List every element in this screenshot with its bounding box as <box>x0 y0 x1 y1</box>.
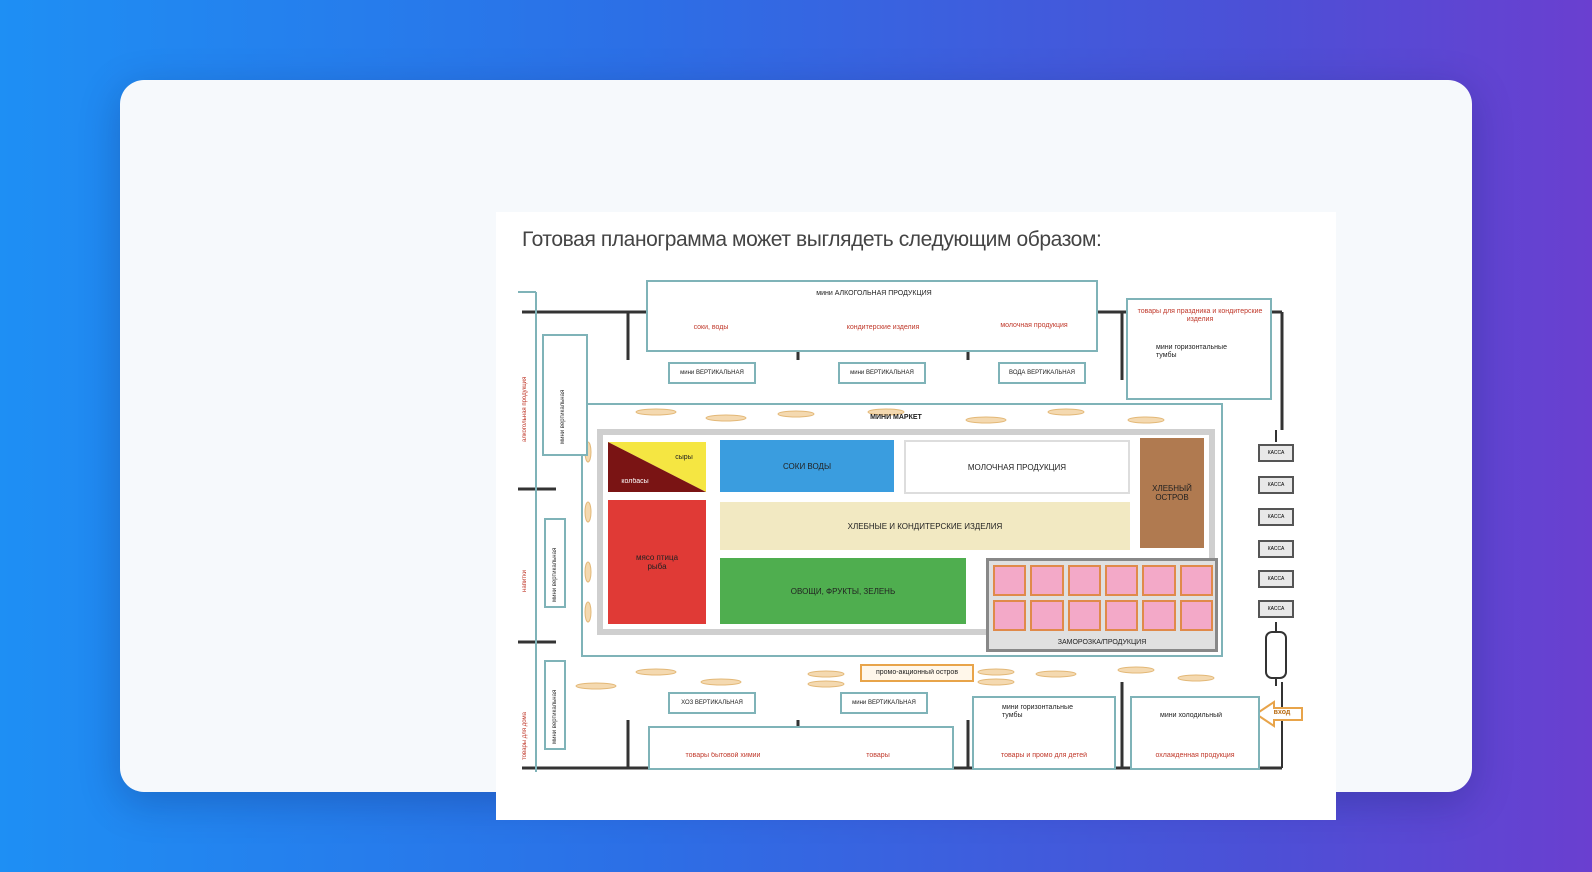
bottom-section-1: товары бытовой химии <box>685 752 761 759</box>
zone-bread-island: ХЛЕБНЫЙ ОСТРОВ <box>1140 438 1204 548</box>
zone-vegetables: ОВОЩИ, ФРУКТЫ, ЗЕЛЕНЬ <box>720 558 966 624</box>
freezer-cell <box>1030 565 1064 596</box>
bottom-section-2: товары <box>866 752 890 759</box>
left-mid-tag-label: мини вертикальная <box>552 547 558 602</box>
freezer-cell <box>1142 565 1176 596</box>
zone-frozen: ЗАМОРОЗКА/ПРОДУКЦИЯ <box>986 558 1218 652</box>
promo-island-label: промо-акционный остров <box>875 669 959 676</box>
freezer-cell <box>1104 600 1139 631</box>
zone-frozen-label: ЗАМОРОЗКА/ПРОДУКЦИЯ <box>1057 639 1147 646</box>
zone-bakery: ХЛЕБНЫЕ И КОНДИТЕРСКИЕ ИЗДЕЛИЯ <box>720 502 1130 550</box>
bottom-right-shelf-1: мини горизонтальные тумбы товары и промо… <box>972 696 1116 770</box>
left-top-tag-label: мини вертикальная <box>560 389 566 444</box>
zone-veg-label: ОВОЩИ, ФРУКТЫ, ЗЕЛЕНЬ <box>790 586 896 596</box>
left-red-label-3: товары для дома <box>522 711 528 760</box>
bottom-right-note-2: мини холодильный <box>1160 712 1223 719</box>
left-bottom-tag: мини вертикальная <box>544 660 566 750</box>
freezer-cell <box>1179 565 1213 596</box>
zone-juice-water: СОКИ ВОДЫ <box>720 440 894 492</box>
freezer-cell <box>1030 600 1064 631</box>
planogram-image: Готовая планограмма может выглядеть след… <box>496 212 1336 820</box>
top-shelf-title: мини АЛКОГОЛЬНАЯ ПРОДУКЦИЯ <box>816 290 932 297</box>
center-title: МИНИ МАРКЕТ <box>870 414 922 421</box>
freezer-cell <box>993 600 1027 631</box>
promo-island: промо-акционный остров <box>860 664 974 682</box>
zone-bakery-label: ХЛЕБНЫЕ И КОНДИТЕРСКИЕ ИЗДЕЛИЯ <box>847 521 1003 531</box>
bottom-right-red-1: товары и промо для детей <box>1000 752 1088 759</box>
cash-register: КАССА <box>1258 570 1294 588</box>
zone-meat-label: мясо птица рыба <box>635 553 679 571</box>
top-section-2: кондитерские изделия <box>846 324 920 331</box>
top-right-note: мини горизонтальные тумбы <box>1156 344 1227 359</box>
freezer-cell <box>1104 565 1139 596</box>
content-card: Готовая планограмма может выглядеть след… <box>120 80 1472 820</box>
planogram-diagram: мини АЛКОГОЛЬНАЯ ПРОДУКЦИЯ соки, воды ко… <box>496 212 1336 820</box>
bottom-right-note-1: мини горизонтальные тумбы <box>1002 704 1073 719</box>
zone-meat: мясо птица рыба <box>608 500 706 624</box>
zone-dairy: МОЛОЧНАЯ ПРОДУКЦИЯ <box>904 440 1130 494</box>
left-red-label-2: напитки <box>522 570 528 592</box>
top-right-red-label: товары для праздника и кондитерские изде… <box>1137 308 1263 323</box>
cash-register: КАССА <box>1258 444 1294 462</box>
zone-cheese-label: сыры <box>675 454 693 461</box>
freezer-cell <box>1179 600 1213 631</box>
freezer-cell <box>993 565 1027 596</box>
bottom-right-shelf-2: мини холодильный охлажденная продукция <box>1130 696 1260 770</box>
left-bottom-tag-label: мини вертикальная <box>552 689 558 744</box>
planogram-lines <box>518 291 1303 772</box>
top-alcohol-shelf: мини АЛКОГОЛЬНАЯ ПРОДУКЦИЯ <box>646 280 1098 352</box>
cash-register: КАССА <box>1258 476 1294 494</box>
bottom-tag-1: ХОЗ ВЕРТИКАЛЬНАЯ <box>668 692 756 714</box>
cash-register: КАССА <box>1258 540 1294 558</box>
zone-bread-label: ХЛЕБНЫЙ ОСТРОВ <box>1152 484 1192 502</box>
top-section-3: молочная продукция <box>1000 322 1068 329</box>
left-top-tag: мини вертикальная <box>542 334 588 456</box>
freezer-cell <box>1067 565 1101 596</box>
top-tag-1: мини ВЕРТИКАЛЬНАЯ <box>668 362 756 384</box>
freezer-cell <box>1067 600 1101 631</box>
left-mid-tag: мини вертикальная <box>544 518 566 608</box>
bottom-right-red-2: охлажденная продукция <box>1155 752 1235 759</box>
top-tag-2: мини ВЕРТИКАЛЬНАЯ <box>838 362 926 384</box>
freezer-grid <box>993 565 1213 631</box>
cash-register: КАССА <box>1258 508 1294 526</box>
bottom-shelf <box>648 726 954 770</box>
top-section-1: соки, воды <box>693 324 729 331</box>
left-red-label-1: алкогольная продукция <box>522 376 528 442</box>
bottom-tag-2: мини ВЕРТИКАЛЬНАЯ <box>840 692 928 714</box>
freezer-cell <box>1142 600 1176 631</box>
exit-label: вход <box>1273 709 1291 716</box>
document-title: Готовая планограмма может выглядеть след… <box>522 228 1102 251</box>
zone-sausage-label: колбасы <box>621 478 649 485</box>
top-tag-3: ВОДА ВЕРТИКАЛЬНАЯ <box>998 362 1086 384</box>
zone-juice-label: СОКИ ВОДЫ <box>782 461 832 471</box>
cash-register: КАССА <box>1258 600 1294 618</box>
top-right-shelf: товары для праздника и кондитерские изде… <box>1126 298 1272 400</box>
zone-dairy-label: МОЛОЧНАЯ ПРОДУКЦИЯ <box>967 462 1067 472</box>
